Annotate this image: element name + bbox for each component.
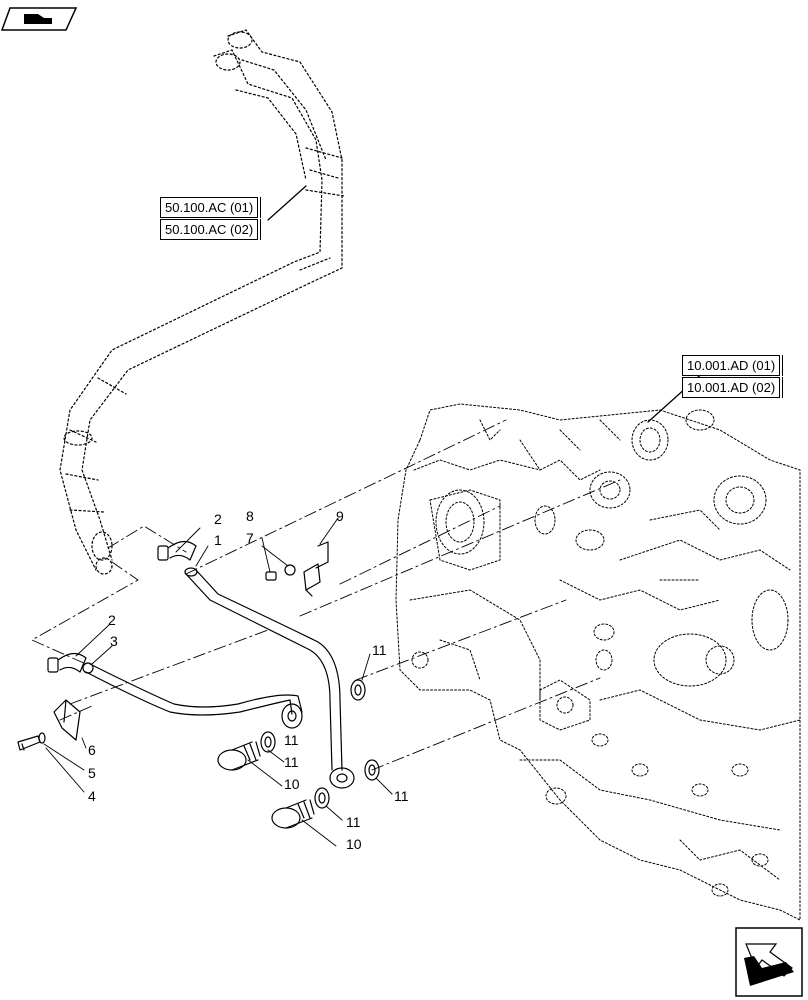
callout-11-e: 11 <box>284 732 299 748</box>
next-page-arrow-icon[interactable] <box>736 928 802 996</box>
callout-10-lower: 10 <box>346 836 362 852</box>
ref-10-001-ad-01[interactable]: 10.001.AD (01) <box>682 355 784 376</box>
bracket-6 <box>53 699 81 741</box>
callout-10-upper: 10 <box>284 776 300 792</box>
callout-11-b: 11 <box>346 814 361 830</box>
ref-50-100-ac-02[interactable]: 50.100.AC (02) <box>160 219 262 240</box>
banjo-bolt-10-upper <box>217 741 261 771</box>
washer-8 <box>284 564 296 576</box>
clamp-2-lower <box>47 652 87 673</box>
callout-3: 3 <box>110 633 118 649</box>
washer-11-c <box>350 679 366 701</box>
callout-6: 6 <box>88 742 96 758</box>
catalog-icon-shape <box>0 7 78 31</box>
washer-5 <box>38 732 46 744</box>
callout-8: 8 <box>246 508 254 524</box>
callout-2-lower: 2 <box>108 612 116 628</box>
ref-50-100-ac-01[interactable]: 50.100.AC (01) <box>160 197 262 218</box>
washer-11-a <box>260 731 276 753</box>
callout-11-a: 11 <box>284 754 299 770</box>
pipe-3 <box>82 662 303 729</box>
ref-10-001-ad-02[interactable]: 10.001.AD (02) <box>682 377 784 398</box>
pipe-1 <box>184 567 355 789</box>
callout-11-c: 11 <box>372 642 387 658</box>
callout-1: 1 <box>214 532 222 548</box>
callout-7: 7 <box>246 530 254 546</box>
banjo-bolt-10-lower <box>271 799 315 829</box>
callout-9: 9 <box>336 508 344 524</box>
catalog-icon[interactable] <box>2 6 76 30</box>
callout-5: 5 <box>88 765 96 781</box>
callout-4: 4 <box>88 788 96 804</box>
bracket-9 <box>303 541 329 597</box>
bolt-4 <box>17 735 41 751</box>
engine-block <box>395 403 801 921</box>
next-page-arrow-shape <box>735 927 803 997</box>
upper-hose <box>59 29 345 575</box>
callout-11-d: 11 <box>394 788 409 804</box>
clamp-2-upper <box>157 540 197 561</box>
washer-11-b <box>314 787 330 809</box>
bolt-7 <box>265 571 277 581</box>
callout-2-upper: 2 <box>214 511 222 527</box>
washer-11-d <box>364 759 380 781</box>
